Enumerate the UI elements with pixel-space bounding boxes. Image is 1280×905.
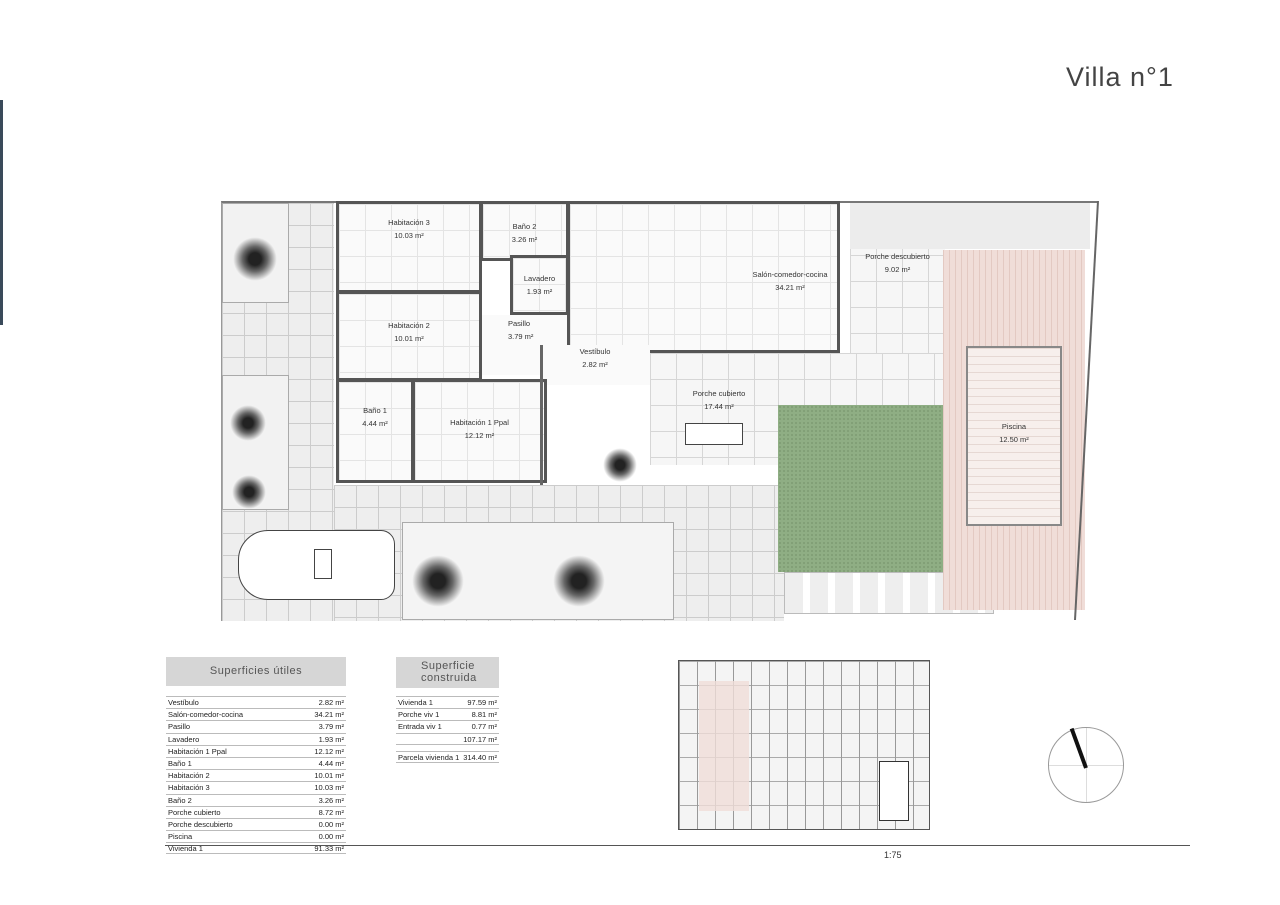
row-value: 3.26 m² (318, 795, 344, 805)
useful-area-table: Vestíbulo 2.82 m² Salón-comedor-cocina 34.2… (166, 696, 346, 855)
row-value: 0.00 m² (318, 832, 344, 842)
useful-area-header: Superficies útiles (166, 657, 346, 686)
highlighted-villa (699, 681, 749, 811)
terrace (778, 353, 945, 405)
wall (540, 345, 543, 485)
row-label: Piscina (168, 832, 193, 842)
plant-icon (412, 555, 464, 607)
plant-icon (232, 475, 266, 509)
page-title: Villa n°1 (1066, 62, 1174, 92)
divider (165, 845, 1190, 846)
row-label: Porche viv 1 (398, 710, 440, 720)
row-value: 97.59 m² (467, 698, 497, 707)
row-label: Habitación 1 Ppal (168, 746, 227, 756)
row-value: 34.21 m² (314, 710, 344, 720)
parcel-value: 314.40 m² (463, 753, 497, 762)
table-row: Lavadero 1.93 m² (166, 732, 346, 745)
north-arrow (1048, 727, 1124, 803)
row-value: 8.72 m² (318, 807, 344, 817)
row-label: Vivienda 1 (398, 698, 433, 707)
site-location-plan (678, 660, 930, 830)
plant-icon (230, 405, 266, 441)
car-icon (238, 530, 395, 600)
row-value: 2.82 m² (318, 698, 344, 707)
plant-icon (553, 555, 605, 607)
row-value: 4.44 m² (318, 758, 344, 768)
row-label: Porche cubierto (168, 807, 221, 817)
row-label: Pasillo (168, 722, 191, 732)
table-row: Vivienda 1 97.59 m² (396, 696, 499, 708)
row-label: Baño 1 (168, 758, 192, 768)
row-value: 10.03 m² (314, 783, 344, 793)
scale-label: 1:75 (884, 850, 902, 860)
parcel-label: Parcela vivienda 1 (398, 753, 460, 762)
row-value: 3.79 m² (318, 722, 344, 732)
table-row: Pasillo 3.79 m² (166, 720, 346, 732)
table-row: Baño 2 3.26 m² (166, 793, 346, 806)
row-label: Salón-comedor-cocina (168, 710, 244, 720)
table-row: Porche descubierto 0.00 m² (166, 817, 346, 830)
page-edge-bar (0, 100, 3, 325)
table-row: Porche cubierto 8.72 m² (166, 805, 346, 818)
table-icon (685, 423, 743, 445)
table-row: Vivienda 1 91.33 m² (166, 842, 346, 855)
row-label: Porche descubierto (168, 819, 233, 829)
pool-icon (879, 761, 909, 821)
row-label: Habitación 2 (168, 771, 210, 781)
table-row: Habitación 1 Ppal 12.12 m² (166, 744, 346, 757)
table-row: 107.17 m² (396, 732, 499, 745)
side-paving (850, 203, 1090, 249)
table-row: Salón-comedor-cocina 34.21 m² (166, 708, 346, 720)
lot-boundary (1074, 200, 1099, 621)
table-row: Porche viv 1 8.81 m² (396, 708, 499, 720)
row-value: 91.33 m² (314, 844, 344, 854)
table-row: Entrada viv 1 0.77 m² (396, 720, 499, 732)
row-value: 107.17 m² (463, 734, 497, 744)
plant-icon (603, 448, 637, 482)
built-area-header: Superficie construida (396, 657, 499, 688)
row-value: 12.12 m² (314, 746, 344, 756)
row-label: Entrada viv 1 (398, 722, 442, 732)
row-label: Vestíbulo (168, 698, 199, 707)
row-value: 8.81 m² (471, 710, 497, 720)
row-label: Baño 2 (168, 795, 192, 805)
table-row: Vestíbulo 2.82 m² (166, 696, 346, 708)
row-value: 10.01 m² (314, 771, 344, 781)
row-label: Habitación 3 (168, 783, 210, 793)
table-row: Habitación 2 10.01 m² (166, 769, 346, 781)
table-row: Baño 1 4.44 m² (166, 756, 346, 769)
table-row: Piscina 0.00 m² (166, 830, 346, 842)
table-row: Habitación 3 10.03 m² (166, 781, 346, 793)
row-value: 1.93 m² (318, 734, 344, 744)
row-label: Vivienda 1 (168, 844, 203, 854)
plant-icon (233, 237, 277, 281)
row-label: Lavadero (168, 734, 200, 744)
lawn (778, 405, 943, 572)
row-value: 0.00 m² (318, 819, 344, 829)
row-value: 0.77 m² (471, 722, 497, 732)
